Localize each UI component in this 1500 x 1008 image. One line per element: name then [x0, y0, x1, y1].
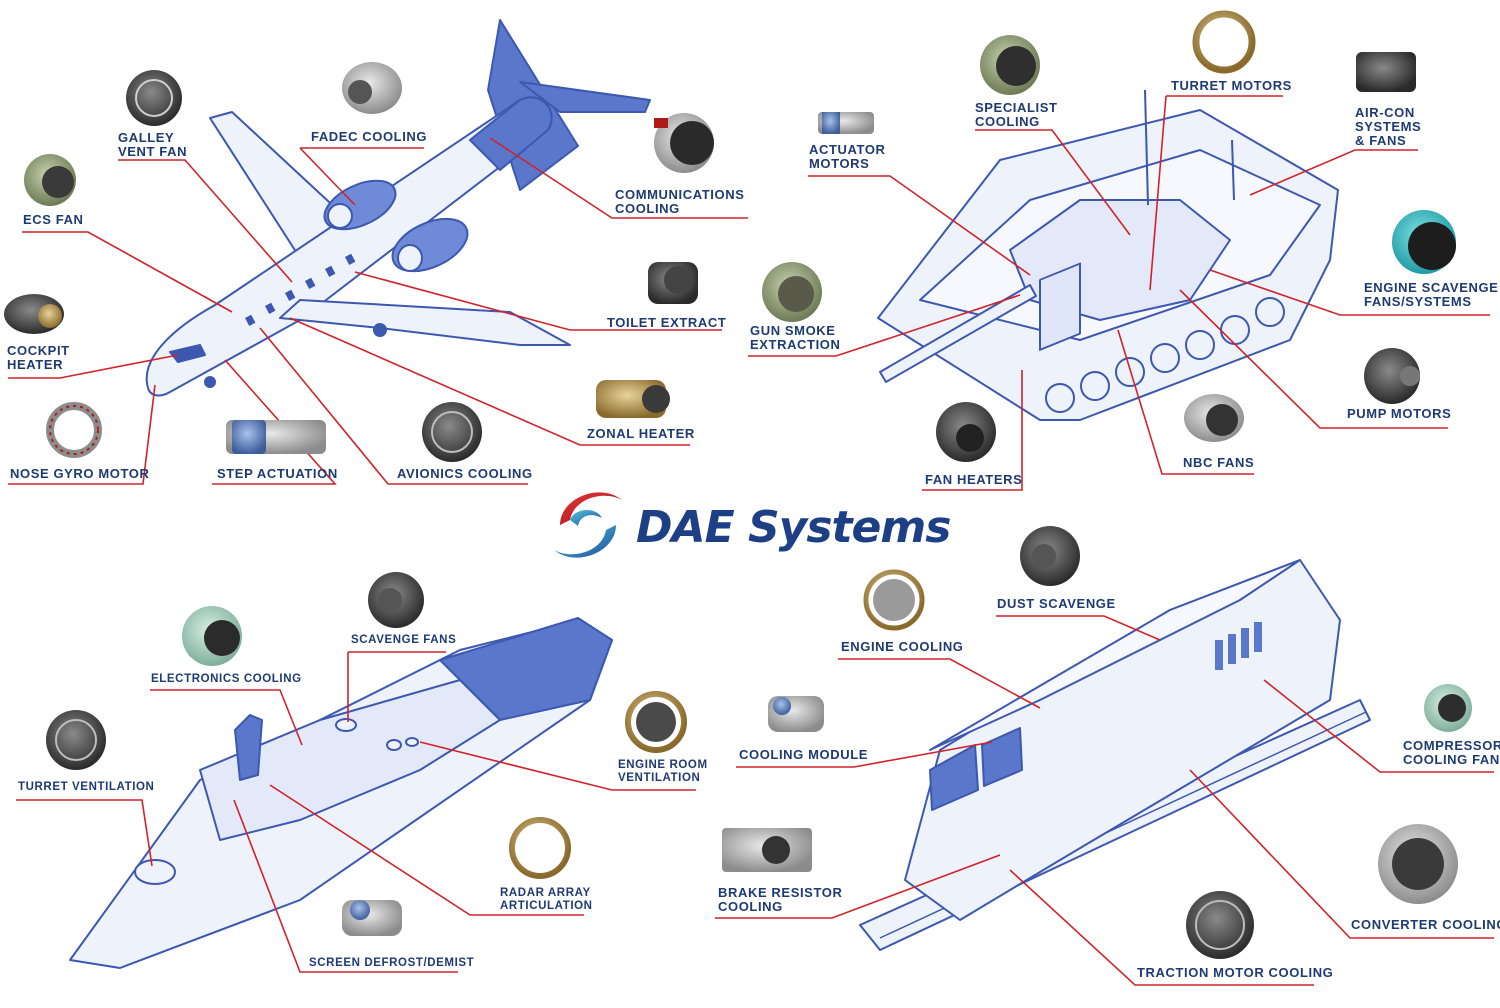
communications-cooling-image	[654, 113, 714, 173]
label-cockpit-heater: COCKPIT HEATER	[7, 343, 70, 372]
label-gun-smoke-extraction: GUN SMOKE EXTRACTION	[750, 323, 841, 352]
galley-vent-fan-image	[126, 70, 182, 126]
gun-smoke-extraction-image	[762, 262, 822, 322]
label-fan-heaters: FAN HEATERS	[925, 472, 1023, 487]
label-engine-cooling: ENGINE COOLING	[841, 639, 964, 654]
compressor-cooling-fan-image	[1424, 684, 1472, 732]
leader-lines	[8, 95, 1494, 986]
zonal-heater-image	[596, 380, 670, 418]
locomotive-illustration	[859, 262, 1371, 951]
label-electronics-cooling: ELECTRONICS COOLING	[151, 673, 302, 685]
product-images	[4, 10, 1472, 959]
label-dust-scavenge: DUST SCAVENGE	[997, 596, 1116, 611]
label-ecs-fan: ECS FAN	[23, 212, 84, 227]
converter-cooling-image	[1378, 824, 1458, 904]
label-turret-ventilation: TURRET VENTILATION	[18, 781, 155, 793]
label-pump-motors: PUMP MOTORS	[1347, 406, 1452, 421]
label-communications-cooling: COMMUNICATIONS COOLING	[615, 187, 745, 216]
engine-cooling-image	[863, 569, 925, 631]
aircraft-illustration	[145, 19, 651, 397]
cooling-module-image	[768, 696, 824, 732]
engine-scavenge-image	[1392, 210, 1456, 274]
turret-motors-image	[1192, 10, 1256, 74]
label-converter-cooling: CONVERTER COOLING	[1351, 917, 1500, 932]
nose-gyro-motor-image	[46, 402, 102, 458]
label-engine-scavenge: ENGINE SCAVENGE FANS/SYSTEMS	[1364, 280, 1499, 309]
turret-ventilation-image	[46, 710, 106, 770]
tank-illustration	[877, 89, 1339, 421]
label-avionics-cooling: AVIONICS COOLING	[397, 466, 533, 481]
toilet-extract-image	[648, 262, 698, 304]
brake-resistor-cooling-image	[722, 828, 812, 872]
cockpit-heater-image	[4, 294, 64, 334]
label-air-con-systems: AIR-CON SYSTEMS & FANS	[1355, 105, 1422, 148]
ecs-fan-image	[24, 154, 76, 206]
air-con-systems-image	[1356, 52, 1416, 92]
avionics-cooling-image	[422, 402, 482, 462]
label-engine-room-ventilation: ENGINE ROOM VENTILATION	[618, 759, 708, 784]
label-fadec-cooling: FADEC COOLING	[311, 129, 428, 144]
traction-motor-cooling-image	[1186, 891, 1254, 959]
label-zonal-heater: ZONAL HEATER	[587, 426, 695, 441]
label-compressor-cooling-fan: COMPRESSOR COOLING FAN	[1403, 738, 1500, 767]
radar-array-articulation-image	[509, 817, 571, 879]
label-radar-array-articulation: RADAR ARRAY ARTICULATION	[500, 887, 593, 912]
label-scavenge-fans: SCAVENGE FANS	[351, 634, 457, 646]
actuator-motors-image	[818, 112, 874, 134]
fan-heaters-image	[936, 402, 996, 462]
label-step-actuation: STEP ACTUATION	[217, 466, 338, 481]
nbc-fans-image	[1184, 394, 1244, 442]
brand-logo: DAE Systems	[540, 480, 951, 570]
label-traction-motor-cooling: TRACTION MOTOR COOLING	[1137, 965, 1334, 980]
step-actuation-image	[226, 420, 326, 454]
label-turret-motors: TURRET MOTORS	[1171, 78, 1292, 93]
label-brake-resistor-cooling: BRAKE RESISTOR COOLING	[718, 885, 843, 914]
brand-name: DAE Systems	[636, 502, 951, 553]
electronics-cooling-image	[182, 606, 242, 666]
label-nbc-fans: NBC FANS	[1183, 455, 1255, 470]
fadec-cooling-image	[342, 62, 402, 114]
label-toilet-extract: TOILET EXTRACT	[607, 315, 727, 330]
ship-illustration	[69, 617, 613, 969]
label-nose-gyro-motor: NOSE GYRO MOTOR	[10, 466, 150, 481]
label-galley-vent-fan: GALLEY VENT FAN	[118, 130, 188, 159]
specialist-cooling-image	[980, 35, 1040, 95]
engine-room-ventilation-image	[625, 691, 687, 753]
swirl-logo-icon	[554, 492, 622, 558]
label-cooling-module: COOLING MODULE	[739, 747, 869, 762]
label-specialist-cooling: SPECIALIST COOLING	[975, 100, 1058, 129]
screen-defrost-image	[342, 900, 402, 936]
pump-motors-image	[1364, 348, 1420, 404]
dust-scavenge-image	[1020, 526, 1080, 586]
scavenge-fans-image	[368, 572, 424, 628]
label-screen-defrost: SCREEN DEFROST/DEMIST	[309, 957, 475, 969]
label-actuator-motors: ACTUATOR MOTORS	[809, 142, 886, 171]
